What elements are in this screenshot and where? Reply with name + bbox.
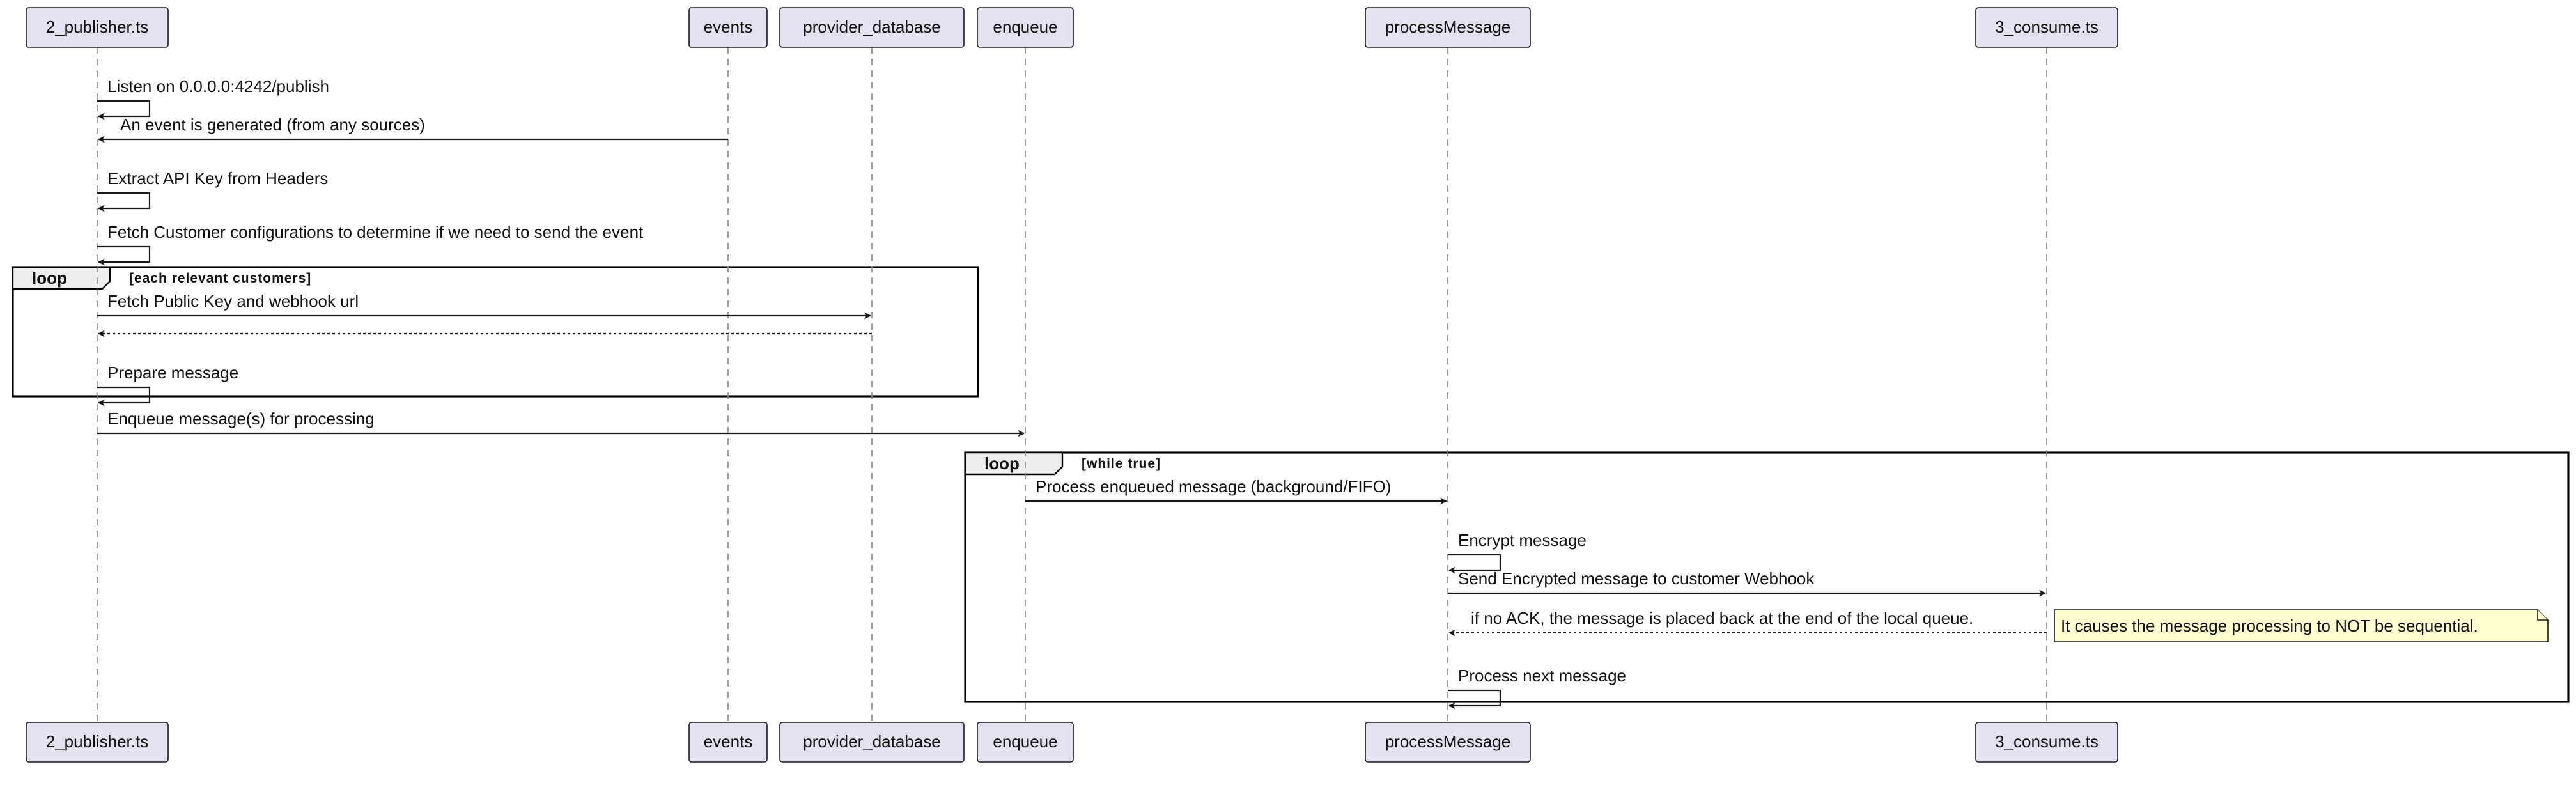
participant-label: provider_database — [803, 732, 940, 751]
message-13: Process next message — [1448, 666, 1626, 710]
participant-label: 3_consume.ts — [1995, 732, 2099, 751]
participant-box — [977, 722, 1074, 763]
participant-publisher-head: 2_publisher.ts — [26, 7, 169, 48]
message-label: Process next message — [1458, 666, 1626, 685]
participant-label: provider_database — [803, 17, 940, 36]
message-label: Encrypt message — [1458, 531, 1587, 550]
participant-box — [779, 722, 965, 763]
message-3: Extract API Key from Headers — [97, 169, 328, 212]
message-label: An event is generated (from any sources) — [120, 115, 425, 134]
message-2: An event is generated (from any sources) — [97, 115, 728, 143]
self-message-arrow — [97, 192, 151, 212]
message-label: Process enqueued message (background/FIF… — [1036, 477, 1391, 496]
message-12: if no ACK, the message is placed back at… — [1448, 609, 2047, 637]
self-message-arrow — [1448, 554, 1501, 574]
participant-enqueue-head: enqueue — [977, 7, 1074, 48]
participant-box — [1365, 722, 1531, 763]
fragment-tab — [964, 451, 1064, 476]
fragment-frame — [964, 451, 2570, 703]
participant-enqueue-foot: enqueue — [977, 722, 1074, 763]
fragment-guard: [while true] — [1082, 456, 1161, 471]
message-1: Listen on 0.0.0.0:4242/publish — [97, 77, 329, 120]
participant-label: processMessage — [1385, 732, 1511, 751]
message-label: Fetch Public Key and webhook url — [107, 291, 359, 311]
fragment-guard: [each relevant customers] — [129, 271, 311, 286]
loop-fragment-2: loop [while true] — [964, 451, 2570, 703]
participant-provider_database-foot: provider_database — [779, 722, 965, 763]
message-label: Listen on 0.0.0.0:4242/publish — [107, 77, 329, 96]
participant-consume-foot: 3_consume.ts — [1975, 722, 2118, 763]
message-9: Process enqueued message (background/FIF… — [1025, 477, 1448, 505]
note-1: It causes the message processing to NOT … — [2054, 609, 2549, 642]
loop-fragment-1: loop [each relevant customers] — [12, 266, 979, 398]
note-text: It causes the message processing to NOT … — [2061, 616, 2478, 635]
participant-publisher-foot: 2_publisher.ts — [26, 722, 169, 763]
message-label: if no ACK, the message is placed back at… — [1471, 609, 1973, 628]
participant-label: 2_publisher.ts — [46, 732, 148, 751]
message-5: Fetch Public Key and webhook url — [97, 291, 872, 320]
participant-box — [688, 722, 768, 763]
fragment-tab — [12, 266, 111, 290]
participant-label: processMessage — [1385, 17, 1511, 36]
message-label: Enqueue message(s) for processing — [107, 409, 375, 428]
message-4: Fetch Customer configurations to determi… — [97, 222, 644, 266]
message-7: Prepare message — [97, 363, 238, 407]
participant-events-foot: events — [688, 722, 768, 763]
participant-box — [1975, 7, 2118, 48]
note-fold — [2537, 610, 2548, 621]
message-label: Send Encrypted message to customer Webho… — [1458, 569, 1815, 588]
fragment-frame — [12, 266, 979, 398]
participant-consume-head: 3_consume.ts — [1975, 7, 2118, 48]
self-message-arrow — [97, 100, 151, 120]
self-message-arrow — [97, 245, 151, 266]
message-8: Enqueue message(s) for processing — [97, 409, 1025, 437]
note-box — [2054, 609, 2549, 642]
fragment-keyword: loop — [984, 454, 1020, 473]
participant-label: events — [704, 732, 753, 751]
self-message-arrow — [1448, 689, 1501, 710]
participant-label: 3_consume.ts — [1995, 17, 2099, 36]
self-message-arrow — [97, 386, 151, 407]
participant-label: events — [704, 17, 753, 36]
participant-label: enqueue — [993, 732, 1057, 751]
participant-processMessage-foot: processMessage — [1365, 722, 1531, 763]
participant-box — [977, 7, 1074, 48]
message-label: Prepare message — [107, 363, 238, 382]
message-11: Send Encrypted message to customer Webho… — [1448, 569, 2047, 597]
message-label: Fetch Customer configurations to determi… — [107, 222, 644, 242]
participant-box — [1365, 7, 1531, 48]
participant-box — [26, 7, 169, 48]
message-label: Extract API Key from Headers — [107, 169, 328, 188]
participant-provider_database-head: provider_database — [779, 7, 965, 48]
participant-processMessage-head: processMessage — [1365, 7, 1531, 48]
participant-box — [688, 7, 768, 48]
participant-box — [779, 7, 965, 48]
participant-box — [26, 722, 169, 763]
participant-label: 2_publisher.ts — [46, 17, 148, 36]
participant-box — [1975, 722, 2118, 763]
fragment-keyword: loop — [32, 268, 67, 288]
participant-label: enqueue — [993, 17, 1057, 36]
message-10: Encrypt message — [1448, 531, 1587, 574]
participant-events-head: events — [688, 7, 768, 48]
